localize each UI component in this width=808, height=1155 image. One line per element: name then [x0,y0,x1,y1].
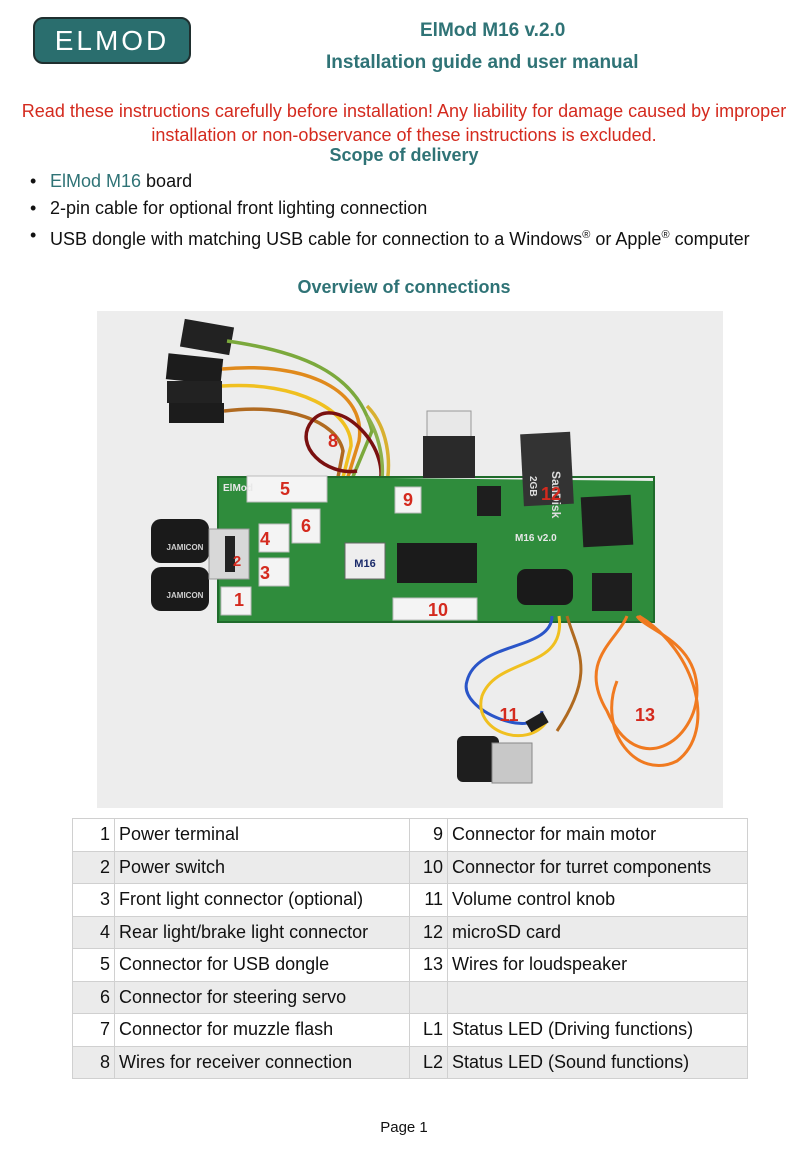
list-item: ElMod M16 board [28,168,768,195]
svg-text:JAMICON: JAMICON [167,543,204,552]
callout-label: 8 [328,431,338,451]
callout-label: 12 [541,484,561,504]
svg-text:M16: M16 [354,558,375,570]
receiver-wires [221,339,391,494]
document-title: ElMod M16 v.2.0 [420,20,566,41]
table-row: 5 Connector for USB dongle 13 Wires for … [72,948,748,982]
svg-text:ElMod: ElMod [223,483,253,494]
product-name: ElMod M16 [50,171,142,191]
callout-label: 2 [233,553,241,570]
logo-text: ELMOD [55,25,170,56]
callout-label: 1 [234,590,244,610]
list-item: 2-pin cable for optional front lighting … [28,195,768,222]
photo-callouts: 1 2 3 4 5 6 8 9 10 11 12 13 [233,431,655,725]
table-row: 6 Connector for steering servo [72,980,748,1014]
delivery-list: ElMod M16 board 2-pin cable for optional… [28,168,768,253]
callout-label: 11 [499,705,518,725]
callout-label: 13 [635,705,655,725]
callout-label: 3 [260,563,270,583]
table-row: 1 Power terminal 9 Connector for main mo… [72,818,748,852]
table-row: 4 Rear light/brake light connector 12 mi… [72,915,748,949]
callout-label: 10 [428,600,448,620]
svg-text:M16 v2.0: M16 v2.0 [515,533,557,544]
list-item: USB dongle with matching USB cable for c… [28,222,768,253]
svg-text:SanDisk: SanDisk [549,471,563,519]
connections-table: 1 Power terminal 9 Connector for main mo… [72,818,748,1079]
elmod-logo: ELMOD [33,17,191,64]
page-number: Page 1 [380,1119,428,1136]
table-row: 8 Wires for receiver connection L2 Statu… [72,1045,748,1079]
liability-warning: Read these instructions carefully before… [21,101,787,145]
table-row: 2 Power switch 10 Connector for turret c… [72,850,748,884]
receiver-plugs [165,318,235,423]
document-subtitle: Installation guide and user manual [326,52,639,73]
scope-heading: Scope of delivery [329,145,479,165]
board-photo: SanDisk 2GB M16 M16 v2.0 ElMod JAMICON J… [97,311,723,808]
table-row: 3 Front light connector (optional) 11 Vo… [72,883,748,917]
callout-label: 5 [280,479,290,499]
svg-text:2GB: 2GB [527,476,538,497]
callout-label: 4 [260,529,270,549]
callout-label: 9 [403,490,413,510]
svg-text:JAMICON: JAMICON [167,591,204,600]
overview-heading: Overview of connections [297,277,511,297]
table-row: 7 Connector for muzzle flash L1 Status L… [72,1013,748,1047]
speaker-and-volume-wires [464,614,700,768]
callout-label: 6 [301,516,311,536]
